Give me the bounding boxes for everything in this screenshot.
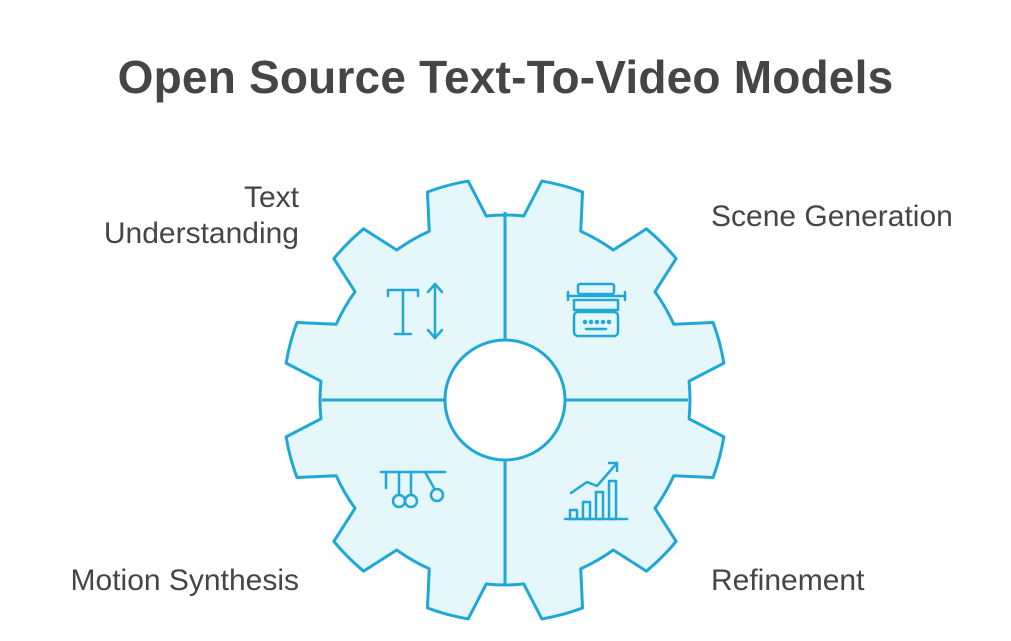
typewriter-icon [566, 282, 627, 338]
label-motion-synthesis: Motion Synthesis [70, 564, 299, 597]
diagram-title: Open Source Text-To-Video Models [117, 51, 894, 103]
text-resize-icon [386, 282, 444, 340]
label-text-understanding-line1: Text [243, 181, 299, 214]
label-text-understanding: Text Understanding [104, 180, 299, 252]
growth-chart-icon [563, 461, 629, 521]
newtons-cradle-icon [379, 470, 447, 509]
label-text-understanding-line2: Understanding [103, 217, 299, 250]
label-scene-generation: Scene Generation [711, 200, 953, 233]
gear-center-hub [443, 338, 567, 462]
label-refinement: Refinement [711, 564, 865, 597]
